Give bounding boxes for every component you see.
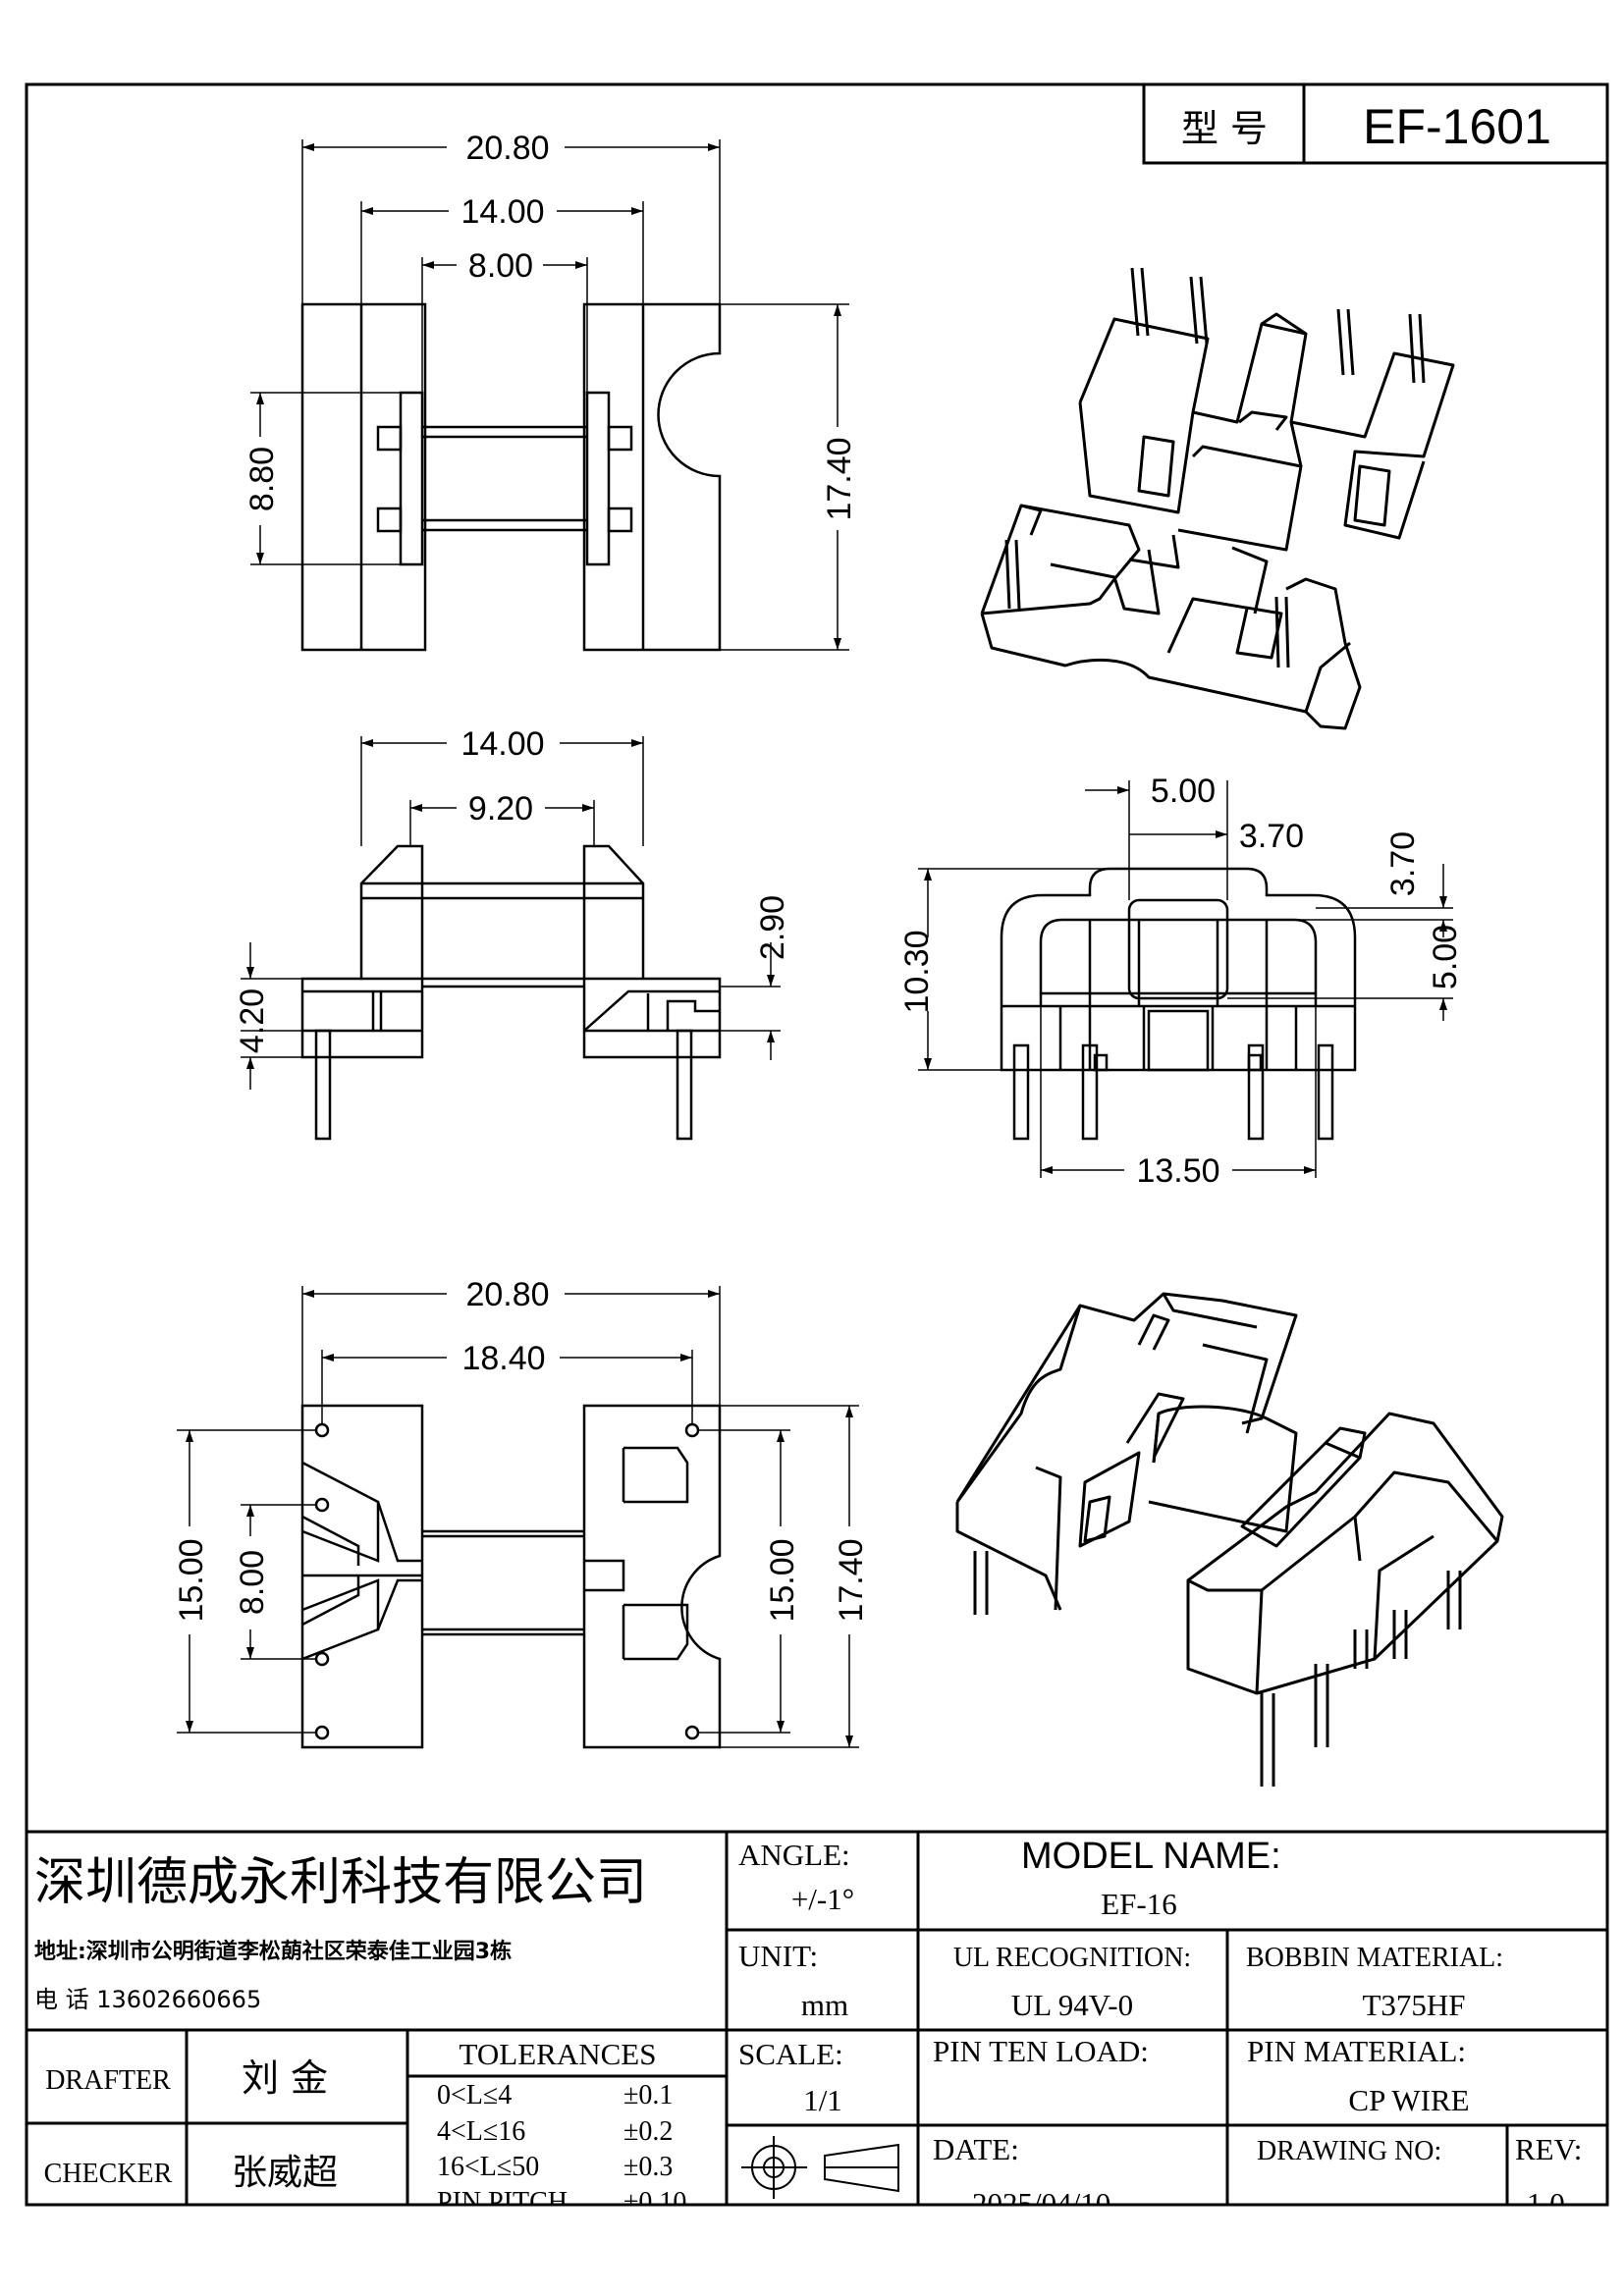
sheet-border [25, 82, 1609, 2207]
angle-label: ANGLE: [738, 1838, 850, 1872]
company-phone: 电 话 13602660665 [34, 1986, 261, 2013]
dim-top-overall-width: 20.80 [465, 130, 549, 167]
dim-bottom-overall-width: 20.80 [465, 1276, 549, 1313]
bottom-view [177, 1286, 859, 1749]
dim-end-slot-width: 3.70 [1239, 818, 1304, 855]
dim-bottom-right-pin-span: 15.00 [764, 1538, 801, 1622]
dim-end-slot-depth: 3.70 [1384, 831, 1422, 896]
bobbin-material-value: T375HF [1362, 1988, 1465, 2022]
title-block [27, 1830, 1607, 2205]
ul-value: UL 94V-0 [1011, 1988, 1133, 2022]
dim-bottom-pin-row-span: 18.40 [461, 1340, 545, 1377]
side-view [241, 736, 781, 1141]
tolerance-value-1: ±0.1 [623, 2080, 673, 2110]
dim-top-core-width: 8.80 [244, 447, 281, 511]
part-number-box: 型 号 EF-1601 [1142, 84, 1607, 165]
tolerances-label: TOLERANCES [460, 2037, 657, 2071]
dim-side-base-height: 2.90 [754, 895, 791, 960]
dim-bottom-overall-height: 17.40 [833, 1538, 870, 1622]
model-value: EF-16 [1101, 1887, 1177, 1921]
part-number: EF-1601 [1363, 99, 1551, 154]
end-view [918, 780, 1453, 1178]
side-view-dimensions: 14.00 9.20 2.90 4.20 [234, 725, 791, 1053]
isometric-view-top [980, 267, 1455, 730]
rev-label: REV: [1515, 2132, 1582, 2166]
scale-label: SCALE: [738, 2037, 843, 2071]
end-view-dimensions: 5.00 3.70 10.30 3.70 5.00 13.50 [898, 773, 1464, 1190]
tolerance-range-3: 16<L≤50 [437, 2152, 539, 2182]
model-label: MODEL NAME: [1021, 1836, 1281, 1877]
pin-material-label: PIN MATERIAL: [1247, 2034, 1466, 2068]
dim-end-core-height: 5.00 [1427, 925, 1464, 989]
unit-value: mm [801, 1988, 848, 2022]
dim-top-overall-height: 17.40 [821, 437, 858, 520]
unit-label: UNIT: [738, 1939, 818, 1973]
company-name: 深圳德成永利科技有限公司 [34, 1853, 647, 1912]
drawing-no-label: DRAWING NO: [1257, 2136, 1441, 2166]
ul-label: UL RECOGNITION: [953, 1943, 1191, 1973]
dim-top-inner-width: 8.00 [468, 247, 533, 285]
pin-ten-load-label: PIN TEN LOAD: [933, 2034, 1149, 2068]
tolerance-value-2: ±0.2 [623, 2116, 673, 2147]
top-view [250, 139, 849, 652]
tolerance-range-2: 4<L≤16 [437, 2116, 525, 2147]
title-block-text: 深圳德成永利科技有限公司 地址:深圳市公明街道李松蓢社区荣泰佳工业园3栋 电 话… [34, 1836, 1582, 2220]
date-value: 2025/04/10 [972, 2186, 1110, 2220]
dim-bottom-pin-pitch-outer: 15.00 [173, 1538, 210, 1622]
tolerance-value-3: ±0.3 [623, 2152, 673, 2182]
checker-value: 张威超 [232, 2153, 338, 2193]
dim-end-total-height: 10.30 [898, 930, 936, 1013]
rev-value: 1.0 [1527, 2186, 1565, 2220]
dim-bottom-pin-pitch-inner: 8.00 [234, 1550, 271, 1615]
drafter-label: DRAFTER [45, 2065, 171, 2096]
bottom-view-dimensions: 20.80 18.40 15.00 8.00 15.00 17.40 [173, 1276, 870, 1623]
top-view-dimensions: 20.80 14.00 8.00 8.80 17.40 [244, 130, 858, 521]
date-label: DATE: [933, 2132, 1019, 2166]
angle-value: +/-1° [791, 1882, 854, 1916]
dim-end-pin-span: 13.50 [1136, 1152, 1219, 1190]
tolerance-range-1: 0<L≤4 [437, 2080, 512, 2110]
bobbin-material-label: BOBBIN MATERIAL: [1246, 1943, 1503, 1973]
dim-side-core-width: 9.20 [468, 790, 533, 828]
dim-end-top-width: 5.00 [1151, 773, 1216, 810]
tolerance-value-4: ±0.10 [623, 2187, 686, 2217]
isometric-view-bottom [955, 1292, 1504, 1787]
checker-label: CHECKER [44, 2159, 173, 2189]
dim-top-flange-width: 14.00 [460, 193, 544, 231]
pin-material-value: CP WIRE [1348, 2083, 1469, 2117]
type-label: 型 号 [1181, 107, 1268, 150]
tolerance-range-4: PIN PITCH [437, 2187, 568, 2217]
drafter-value: 刘 金 [242, 2056, 328, 2100]
dim-side-base-total: 4.20 [234, 988, 271, 1053]
projection-symbol-icon [741, 2136, 899, 2199]
dim-side-flange-width: 14.00 [460, 725, 544, 763]
company-address: 地址:深圳市公明街道李松蓢社区荣泰佳工业园3栋 [34, 1939, 512, 1964]
scale-value: 1/1 [803, 2083, 842, 2117]
